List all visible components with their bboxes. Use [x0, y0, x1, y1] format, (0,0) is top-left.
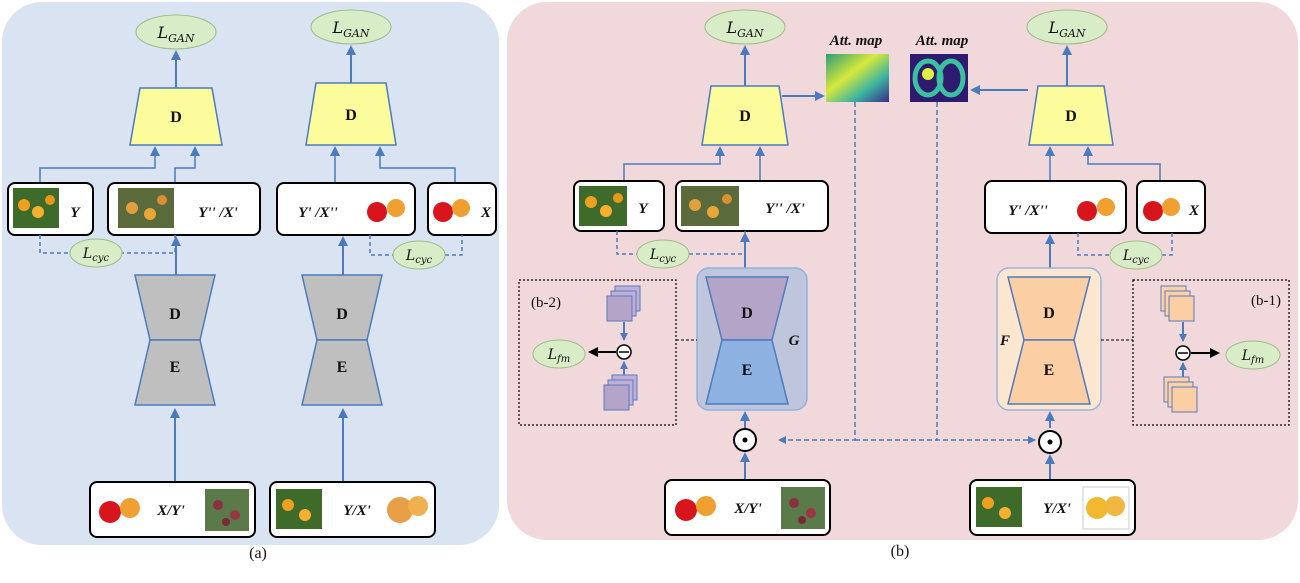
encoder-label: E: [742, 362, 753, 379]
feature-stack-icon: [1160, 285, 1195, 322]
inset-b2-label: (b-2): [531, 295, 561, 311]
attention-map-g: [826, 54, 889, 102]
discriminator-block: [129, 87, 223, 146]
image-label-x: X: [1188, 203, 1200, 219]
apple-thumbnail: [367, 199, 405, 222]
gan-loss-node: [1026, 9, 1108, 45]
image-box-yp-xpp: [276, 182, 416, 236]
feature-stack-icon: [606, 285, 641, 322]
cyc-loss-label: Lcyc: [1122, 248, 1150, 266]
image-label-ypp-xp: Y'' /X': [765, 201, 805, 217]
orange-tree-thumbnail: [976, 487, 1022, 527]
image-label-x: X: [480, 205, 492, 221]
input-label-x-yp: X/Y': [733, 501, 762, 517]
discriminator-label: D: [1065, 108, 1077, 125]
orange-tree-thumbnail: [276, 489, 322, 529]
input-label-y-xp: Y/X': [343, 503, 371, 519]
encoder-label: E: [170, 359, 181, 376]
apple-tree-thumbnail: [205, 489, 249, 531]
att-map-label: Att. map: [829, 33, 883, 49]
attention-map-f: [910, 54, 968, 102]
encoder-block: [705, 339, 789, 405]
discriminator-label: D: [345, 107, 357, 124]
decoder-label: D: [741, 305, 753, 322]
image-label-yp-xpp: Y' /X'': [298, 205, 338, 221]
discriminator-label: D: [739, 108, 751, 125]
att-map-label: Att. map: [915, 33, 969, 49]
gan-loss-label: LGAN: [1048, 18, 1086, 40]
cyc-loss-node: [1109, 240, 1163, 270]
gan-loss-node: [310, 9, 392, 45]
inset-b1-label: (b-1): [1251, 293, 1281, 309]
generator-f-label: F: [999, 333, 1010, 349]
apple-tree-thumbnail: [781, 487, 825, 529]
inset-b1-feature-matching: (b-1) Lfm: [1101, 279, 1290, 426]
fm-loss-label: Lfm: [547, 347, 570, 365]
encoder-label: E: [1044, 362, 1055, 379]
orange-fruit-thumbnail: [387, 496, 428, 523]
panel-b-background: [507, 2, 1298, 540]
cyc-loss-label: Lcyc: [82, 246, 110, 264]
image-label-yp-xpp: Y' /X'': [1008, 203, 1048, 219]
gan-loss-label: LGAN: [332, 18, 370, 40]
caption-b: (b): [891, 543, 910, 560]
feature-stack-icon: [1163, 376, 1198, 413]
decoder-label: D: [336, 306, 348, 323]
discriminator-block: [701, 85, 789, 146]
orange-tree-thumbnail: [579, 186, 627, 226]
orange-tree-thumbnail: [13, 188, 59, 228]
cyc-loss-label: Lcyc: [649, 247, 677, 265]
cyc-loss-node: [636, 239, 690, 269]
apple-thumbnail: [1077, 198, 1115, 221]
gan-loss-label: LGAN: [726, 18, 764, 40]
panel-a-right-column: LGAN D Y' /X'' X Lcyc D E Y/X': [269, 9, 497, 538]
gan-loss-node: [135, 14, 217, 50]
discriminator-block: [1028, 85, 1114, 146]
input-label-y-xp: Y/X': [1043, 501, 1071, 517]
caption-a: (a): [249, 545, 267, 562]
image-label-y: Y: [638, 201, 649, 217]
orange-tree-thumbnail: [681, 186, 739, 226]
input-label-x-yp: X/Y': [156, 503, 185, 519]
feature-stack-icon: [603, 374, 638, 411]
panel-a-left-column: LGAN D Y Y'' /X' Lcyc D E: [7, 14, 261, 538]
cyc-loss-label: Lcyc: [405, 248, 433, 266]
panel-b-right-column: LGAN D Y' /X'' X Lcyc D E F: [969, 9, 1206, 536]
gan-loss-label: LGAN: [157, 23, 195, 45]
orange-tree-thumbnail: [118, 188, 174, 228]
decoder-label: D: [169, 306, 181, 323]
inset-b2-feature-matching: (b-2) Lfm: [518, 279, 697, 426]
fm-loss-label: Lfm: [1241, 348, 1264, 366]
apple-thumbnail: [675, 496, 716, 521]
encoder-label: E: [337, 359, 348, 376]
apple-thumbnail: [1143, 198, 1180, 221]
encoder-block: [1007, 339, 1091, 405]
orange-fruit-thumbnail: [1082, 486, 1130, 530]
cyc-loss-node: [69, 238, 123, 268]
image-label-ypp-xp: Y'' /X': [198, 205, 238, 221]
discriminator-block: [305, 82, 397, 146]
encoder-block: [134, 339, 216, 406]
discriminator-label: D: [170, 109, 182, 126]
gan-loss-node: [704, 9, 786, 45]
panel-b-left-column: LGAN D Y Y'' /X' Lcyc D E G: [573, 9, 831, 536]
encoder-block: [301, 339, 383, 406]
apple-thumbnail: [433, 199, 470, 222]
decoder-label: D: [1043, 305, 1055, 322]
generator-g-label: G: [789, 333, 800, 349]
apple-thumbnail: [99, 498, 140, 523]
fm-loss-node: [532, 339, 586, 369]
cyc-loss-node: [392, 240, 446, 270]
fm-loss-node: [1225, 340, 1281, 370]
image-label-y: Y: [70, 205, 81, 221]
panel-a-background: [2, 2, 499, 545]
